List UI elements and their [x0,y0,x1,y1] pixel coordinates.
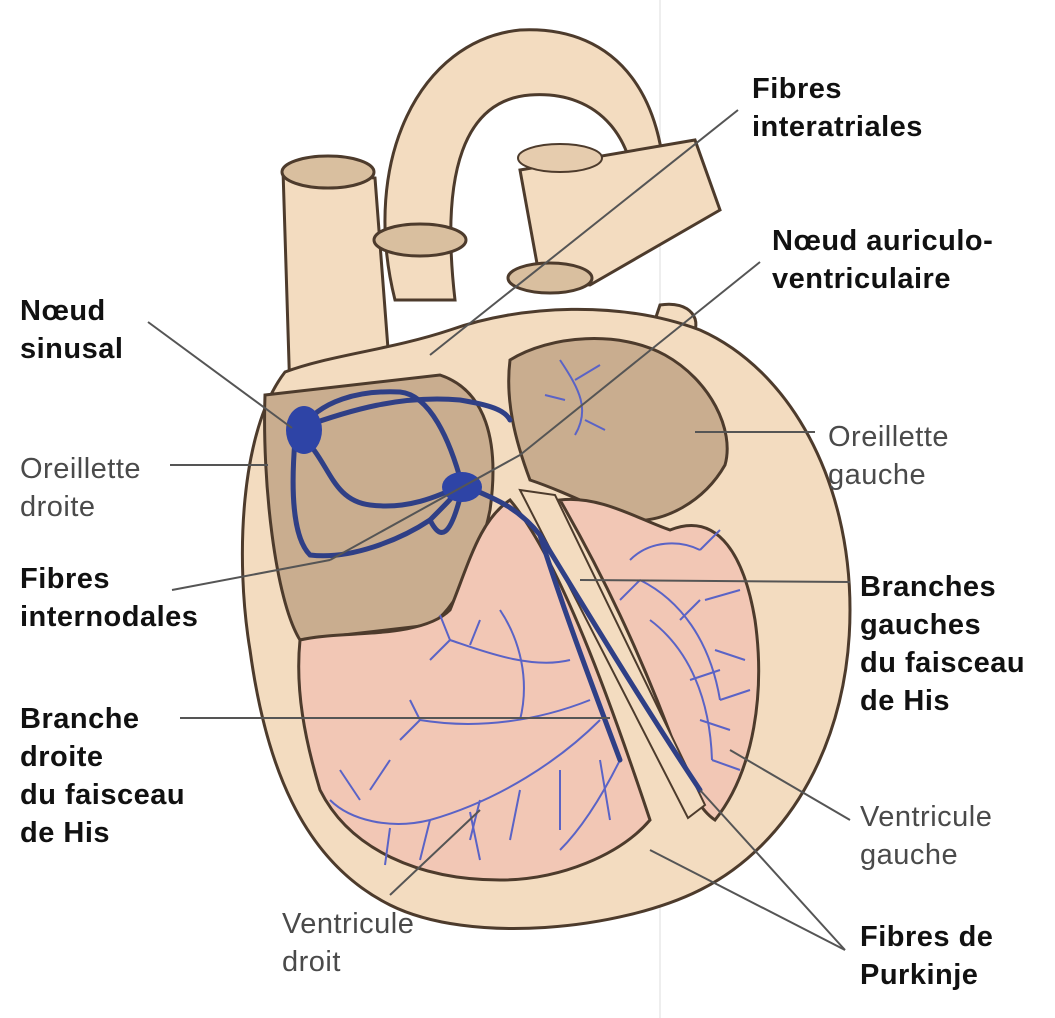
label-branches-gauches: Branches gauches du faisceau de His [860,568,1025,720]
pulmonary-vessel-opening-right [508,263,592,293]
label-oreillette-droite: Oreillette droite [20,450,141,526]
label-branche-droite: Branche droite du faisceau de His [20,700,185,852]
label-fibres-interatriales: Fibres interatriales [752,70,923,146]
label-ventricule-gauche: Ventricule gauche [860,798,992,874]
label-line: Purkinje [860,956,993,994]
label-line: gauches [860,606,1025,644]
label-line: interatriales [752,108,923,146]
aortic-opening [518,144,602,172]
label-line: Fibres de [860,918,993,956]
label-line: Ventricule [860,798,992,836]
label-line: Oreillette [20,450,141,488]
label-line: droit [282,943,414,981]
label-line: gauche [828,456,949,494]
label-line: internodales [20,598,198,636]
label-line: de His [860,682,1025,720]
label-line: gauche [860,836,992,874]
label-fibres-internodales: Fibres internodales [20,560,198,636]
label-line: Nœud [20,292,123,330]
label-line: Branches [860,568,1025,606]
label-line: droite [20,738,185,776]
superior-vena-cava-opening [282,156,374,188]
pulmonary-vessel-opening-left [374,224,466,256]
label-noeud-sinusal: Nœud sinusal [20,292,123,368]
label-line: Ventricule [282,905,414,943]
label-line: Fibres [752,70,923,108]
label-line: Nœud auriculo- [772,222,993,260]
label-ventricule-droit: Ventricule droit [282,905,414,981]
label-line: droite [20,488,141,526]
label-line: de His [20,814,185,852]
label-line: Branche [20,700,185,738]
label-line: sinusal [20,330,123,368]
label-line: du faisceau [860,644,1025,682]
label-fibres-de-purkinje: Fibres de Purkinje [860,918,993,994]
label-noeud-auriculo-ventriculaire: Nœud auriculo- ventriculaire [772,222,993,298]
label-line: Fibres [20,560,198,598]
label-oreillette-gauche: Oreillette gauche [828,418,949,494]
label-line: du faisceau [20,776,185,814]
label-line: ventriculaire [772,260,993,298]
label-line: Oreillette [828,418,949,456]
sinoatrial-node [286,406,322,454]
